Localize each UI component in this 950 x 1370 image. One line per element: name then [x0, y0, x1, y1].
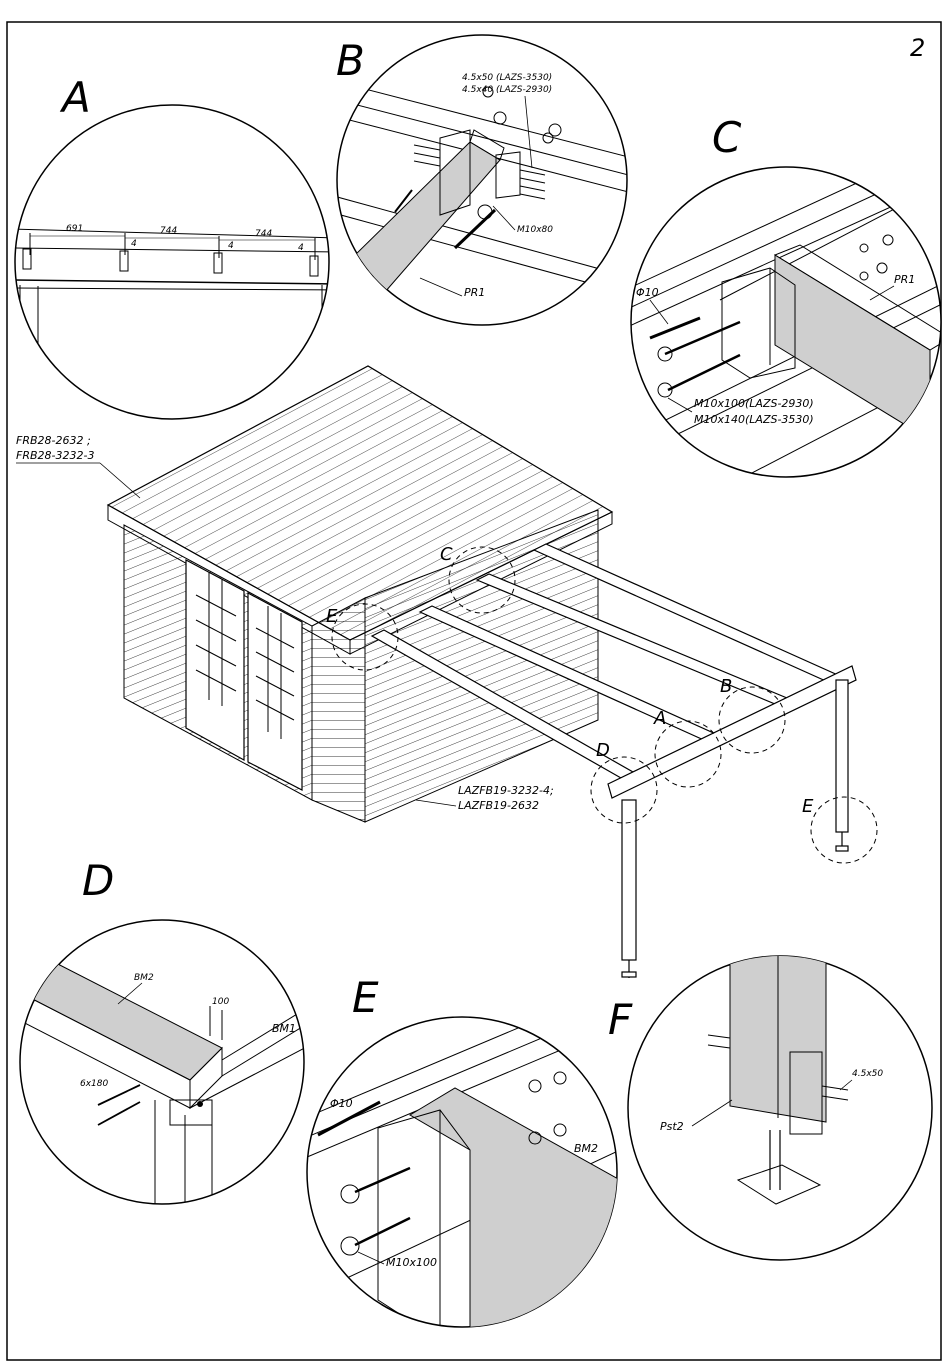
detail-b: B 4.5x50 (LAZS-3530) 4.5x40 (LAZS-2930) …	[330, 35, 640, 325]
dim-a-1: 691	[66, 224, 83, 234]
beam-c-label: PR1	[894, 273, 915, 286]
detail-d: D BM2 100 BM1 6x180	[15, 856, 320, 1210]
detail-f: F 4.5x50 Pst2	[608, 950, 932, 1260]
detail-e-letter: E	[352, 973, 379, 1022]
beam-d-top: BM2	[134, 973, 154, 983]
post-right	[836, 680, 848, 832]
roof-label-2: FRB28-3232-3	[16, 449, 94, 462]
screw-d: 6x180	[80, 1079, 109, 1089]
detail-a-circle	[15, 105, 329, 419]
dim-a-3: 744	[255, 229, 272, 239]
callout-b: B	[720, 676, 732, 697]
screw-f: 4.5x50	[852, 1069, 883, 1079]
beam-e-label: BM2	[574, 1142, 598, 1155]
callout-c: C	[440, 544, 453, 565]
gap-a-2: 4	[228, 241, 234, 251]
door-right	[248, 593, 302, 790]
post-f-label: Pst2	[660, 1120, 684, 1133]
bolt-b: M10x80	[517, 225, 553, 235]
door-left	[186, 560, 244, 760]
dim-a-2: 744	[160, 226, 177, 236]
beam-d-side: BM1	[272, 1022, 296, 1035]
gap-a-1: 4	[131, 239, 137, 249]
drill-c: Φ10	[636, 286, 659, 299]
detail-b-letter: B	[336, 36, 365, 85]
side-wall	[312, 598, 365, 822]
detail-d-letter: D	[82, 856, 114, 905]
detail-c-letter: C	[712, 113, 742, 162]
drill-e: Φ10	[330, 1097, 353, 1110]
callout-d: D	[596, 740, 610, 761]
detail-f-letter: F	[608, 995, 633, 1044]
gap-a-3: 4	[298, 243, 304, 253]
screw-b-2: 4.5x40 (LAZS-2930)	[462, 85, 552, 95]
detail-c: C Φ10 PR1 M10x100(LAZS-2930) M10x	[625, 113, 950, 500]
offset-d: 100	[212, 997, 229, 1007]
callout-e1: E	[326, 606, 338, 627]
detail-e: E Φ10 BM2 M10x100	[300, 973, 620, 1340]
beam-b-label: PR1	[464, 286, 485, 299]
detail-a: A 691 744 744 4 4 4	[10, 73, 340, 430]
page-number: 2	[910, 34, 925, 62]
screw-b-1: 4.5x50 (LAZS-3530)	[462, 73, 552, 83]
floor-label-1: LAZFB19-3232-4;	[458, 784, 554, 797]
bolt-c-1: M10x100(LAZS-2930)	[694, 397, 814, 410]
roof-label-1: FRB28-2632 ;	[16, 434, 91, 447]
bolt-e: M10x100	[386, 1256, 437, 1269]
callout-a: A	[653, 708, 666, 729]
bolt-c-2: M10x140(LAZS-3530)	[694, 413, 814, 426]
floor-label-2: LAZFB19-2632	[458, 799, 539, 812]
detail-a-letter: A	[59, 73, 91, 122]
callout-e2: E	[802, 796, 814, 817]
post-left	[622, 800, 636, 960]
